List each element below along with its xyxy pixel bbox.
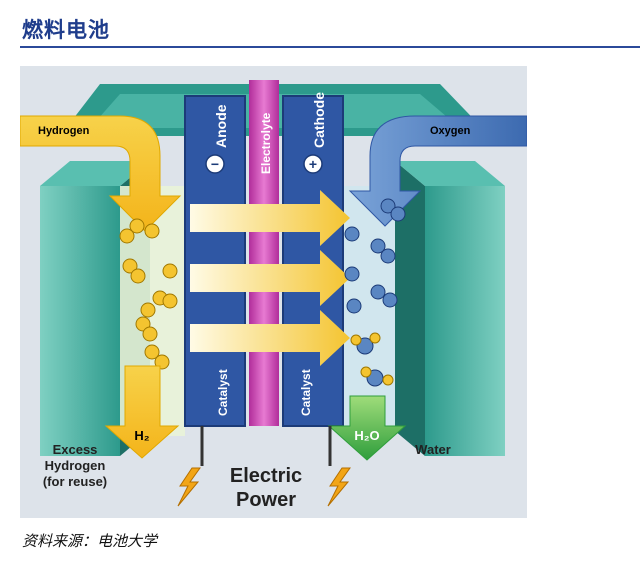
proton-arrow [190,190,350,246]
svg-text:+: + [309,156,317,172]
proton-arrow [190,250,350,306]
negative-terminal-icon [205,154,225,174]
hydrogen-molecules [119,218,178,370]
hydrogen-molecule-icon [135,316,158,342]
oxygen-molecule-icon [380,198,406,222]
positive-terminal-icon [303,154,323,174]
proton-arrow [190,310,350,366]
excess-label-line2: Hydrogen [45,458,106,473]
hydrogen-molecule-icon [144,223,160,239]
electrolyte-membrane [249,80,279,426]
hydrogen-molecule-icon [162,293,178,309]
proton-flow-arrows [190,190,350,366]
oxygen-inlet-arrow [348,115,527,227]
housing-left [40,186,120,456]
water-molecule-icon [360,366,394,387]
oxygen-label: Oxygen [430,125,471,137]
water-label: Water [415,442,451,457]
oxygen-molecule-icon [344,226,360,242]
oxygen-molecule-icon [346,298,362,314]
source-caption: 资料来源：电池大学 [22,532,158,550]
catalyst-right-label: Catalyst [299,369,313,416]
lightning-left-icon [177,467,201,507]
oxygen-molecule-icon [370,238,396,264]
water-molecule-icon [350,332,381,355]
water-outlet-arrow [327,395,407,461]
power-label: Power [236,489,296,511]
h2-label: H₂ [134,428,149,443]
svg-text:−: − [211,156,219,172]
h2o-label: H₂O [354,428,379,443]
cathode-plate [283,96,343,426]
water-molecules [350,332,394,387]
hydrogen-molecule-icon [119,218,145,244]
hydrogen-molecule-icon [162,263,178,279]
oxygen-molecule-icon [344,266,360,282]
hydrogen-label: Hydrogen [38,125,90,137]
oxygen-molecule-icon [370,284,398,308]
anode-label: Anode [213,104,229,148]
housing-right [425,186,505,456]
hydrogen-outlet-arrow [104,365,180,459]
electrolyte-label: Electrolyte [259,112,273,174]
anode-plate [185,96,245,426]
catalyst-left-label: Catalyst [216,369,230,416]
excess-label-line3: (for reuse) [43,474,107,489]
excess-label-line1: Excess [53,442,98,457]
cathode-label: Cathode [311,92,327,148]
title-divider [20,46,640,48]
hydrogen-molecule-icon [122,258,146,284]
oxygen-molecules [344,198,406,314]
fuel-cell-diagram: Anode Electrolyte Cathode − + Catalyst C… [20,66,527,518]
page-title: 燃料电池 [22,18,110,42]
lightning-right-icon [327,467,351,507]
electric-label: Electric [230,465,302,487]
